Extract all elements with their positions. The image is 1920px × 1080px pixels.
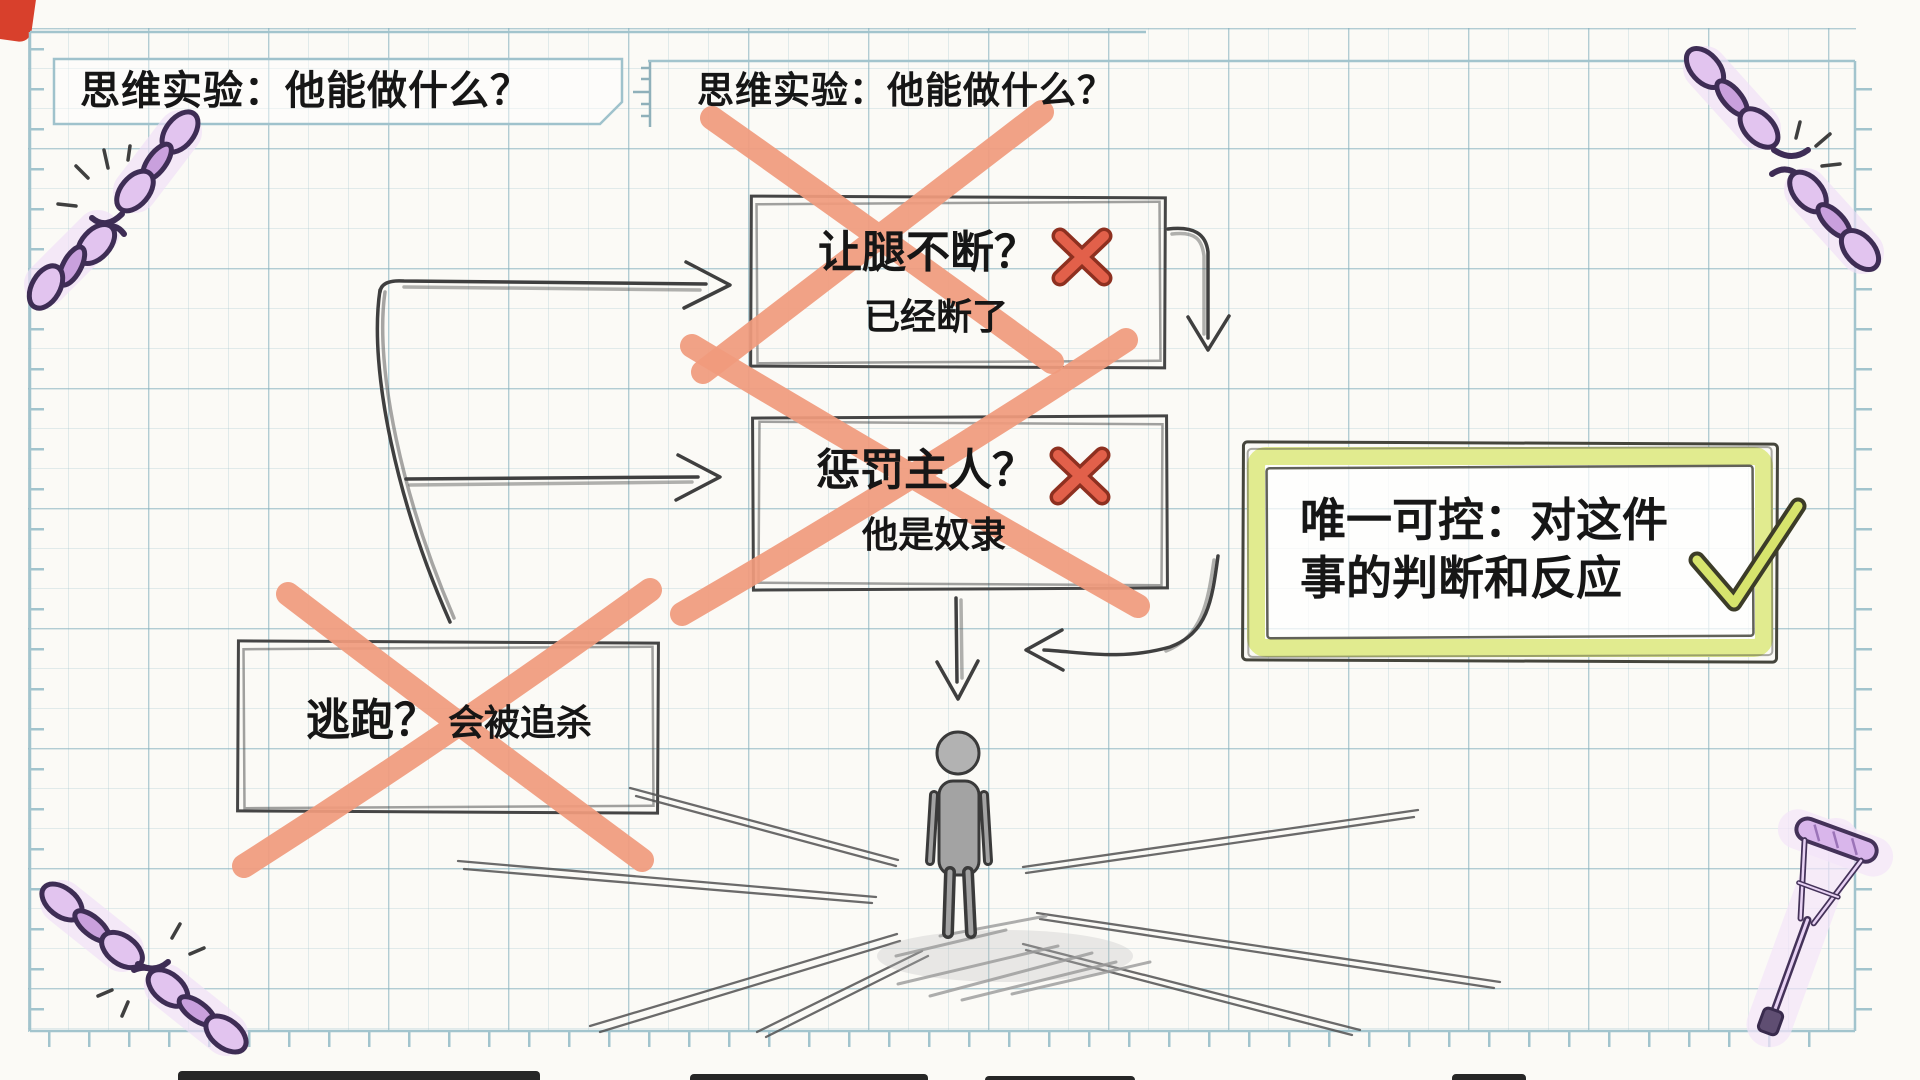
flow-arrow-conclusion-to-figure	[1024, 554, 1220, 672]
option3-node-border	[236, 639, 660, 815]
title-box-outline	[52, 57, 624, 126]
arrowhead-to-option1	[682, 260, 732, 310]
broken-chain-icon-top-right	[1683, 46, 1884, 274]
option2-node-border	[751, 414, 1169, 592]
ruler-icon	[633, 62, 652, 127]
break-spark-lines	[96, 922, 206, 1018]
option3-answer: 会被追杀	[447, 702, 592, 743]
option1-node-border	[749, 194, 1167, 370]
conclusion-line2: 事的判断和反应	[1300, 552, 1622, 604]
strikethrough-x-option1	[691, 100, 1064, 384]
option3-node: 逃跑？ 会被追杀	[253, 696, 645, 747]
red-x-icon-option2	[1049, 446, 1111, 506]
red-x-icon-option1	[1051, 227, 1113, 287]
crossroads-rays	[456, 786, 1502, 1039]
green-check-icon	[1688, 497, 1807, 612]
repeated-title: 思维实验：他能做什么？	[697, 70, 1115, 111]
broken-chain-icon-top-left	[24, 109, 202, 311]
flow-connector-lines	[375, 260, 732, 624]
option3-question: 逃跑？	[305, 696, 438, 745]
main-title: 思维实验：他能做什么？	[80, 69, 531, 113]
crutch-icon	[1746, 809, 1894, 1048]
break-spark-lines	[1794, 120, 1842, 168]
conclusion-node-border	[1241, 440, 1779, 664]
person-at-crossroads-icon	[925, 730, 993, 939]
ruler-ticks-right	[1856, 88, 1872, 1024]
flow-arrow-option1-to-conclusion	[1166, 226, 1231, 352]
arrowhead-to-option2	[674, 453, 722, 502]
figure-ground-shadow	[877, 914, 1152, 1002]
broken-chain-icon-bottom-left	[39, 880, 249, 1056]
conclusion-line1: 唯一可控：对这件	[1300, 494, 1668, 546]
break-spark-lines	[56, 144, 132, 208]
strikethrough-x-option3	[232, 578, 662, 878]
option1-answer: 已经断了	[863, 296, 1008, 337]
option1-question: 让腿不断？	[818, 228, 1038, 277]
option2-question: 惩罚主人？	[816, 446, 1036, 495]
strikethrough-x-option2	[670, 328, 1150, 626]
flow-arrow-option2-to-figure	[935, 596, 980, 701]
option2-answer: 他是奴隶	[861, 514, 1006, 555]
ruler-ticks-bottom	[48, 1032, 1816, 1047]
